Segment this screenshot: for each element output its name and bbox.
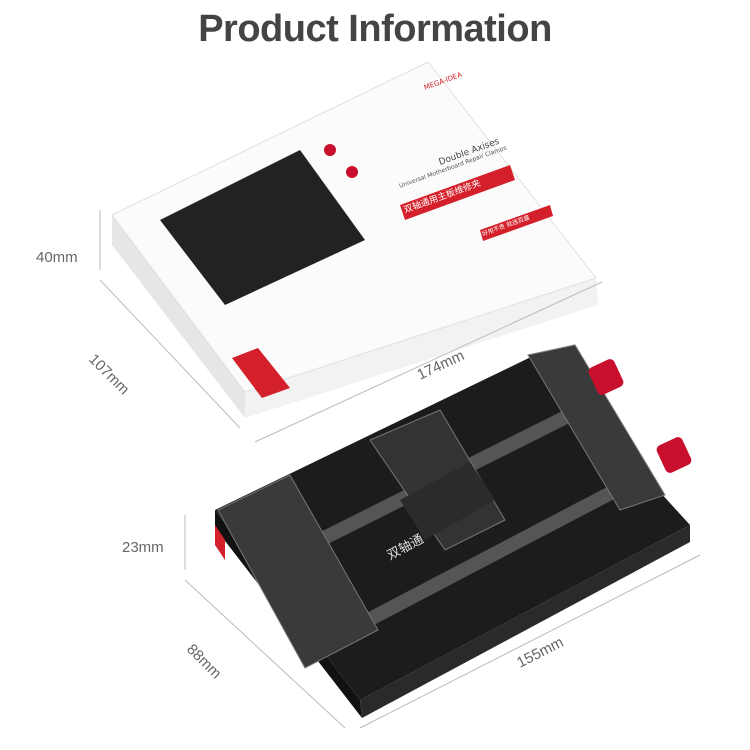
clamp-center-label <box>400 462 495 540</box>
product-box: MEGA-IDEA Double Axises Universal Mother… <box>111 61 598 418</box>
box-knob-icon <box>346 166 358 178</box>
dim-clamp-height: 23mm <box>122 539 164 556</box>
box-side-left <box>112 215 245 418</box>
repair-clamp: 双轴通 <box>215 344 692 718</box>
clamp-screw-rod <box>326 468 649 647</box>
clamp-jaw-right <box>527 344 666 511</box>
box-knob-icon <box>324 144 336 156</box>
box-side-front <box>245 278 598 418</box>
dimension-lines <box>99 210 701 729</box>
page-title: Product Information <box>198 8 552 50</box>
box-red-banner-small <box>480 205 553 241</box>
knob-bottom <box>656 437 692 473</box>
box-red-stripe <box>232 348 290 398</box>
dim-clamp-width: 155mm <box>514 634 566 672</box>
box-clamp-image <box>160 150 365 305</box>
clamp-jaw-left <box>217 474 379 669</box>
clamp-base-front <box>360 525 690 718</box>
knob-top <box>588 359 624 395</box>
dim-clamp-depth: 88mm <box>183 641 224 682</box>
clamp-red-accent <box>215 525 225 560</box>
box-red-banner <box>400 165 515 220</box>
dim-box-height: 40mm <box>36 249 78 266</box>
dim-box-depth: 107mm <box>85 351 132 398</box>
